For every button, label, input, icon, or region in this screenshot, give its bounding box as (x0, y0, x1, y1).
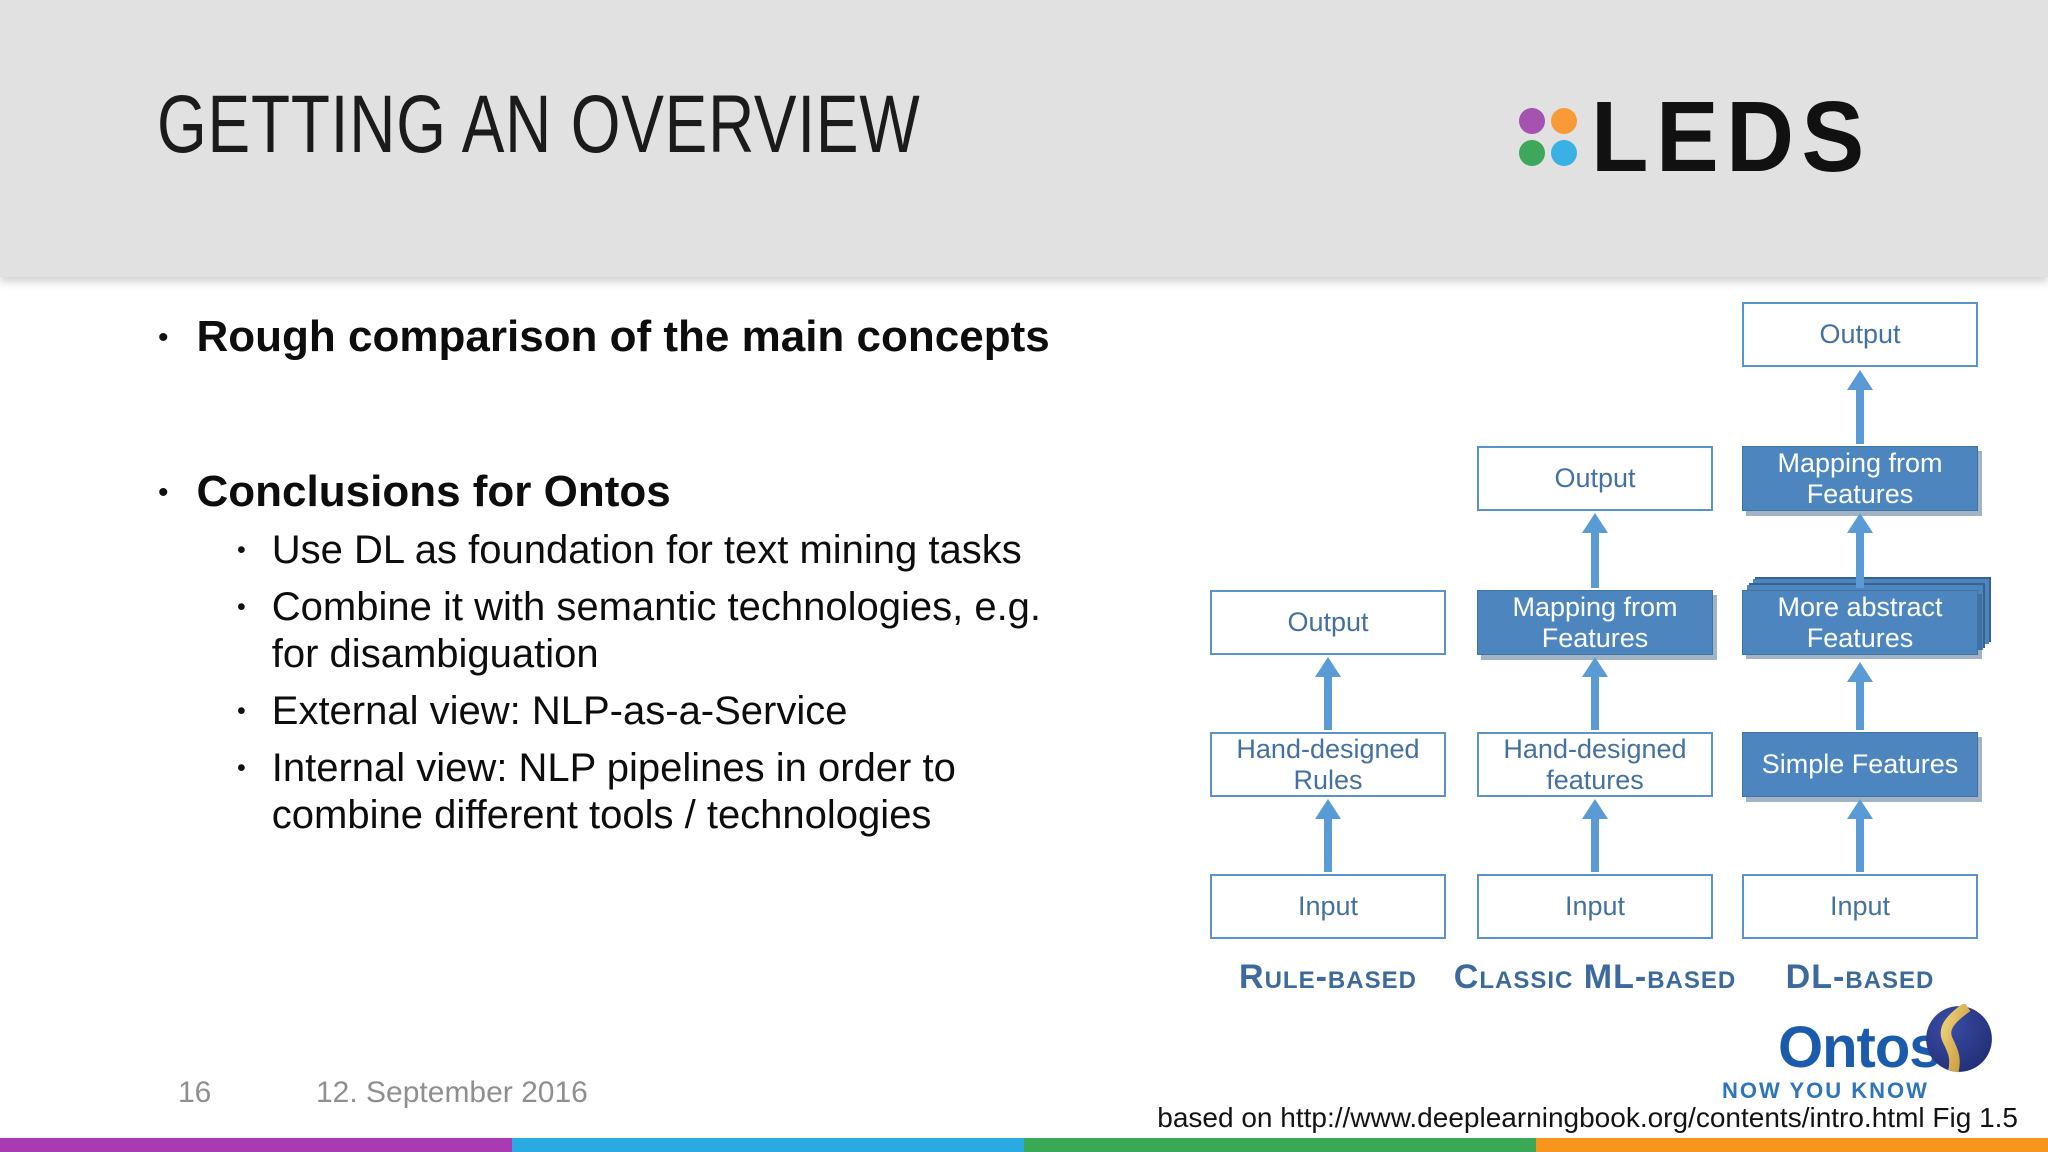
arrow-up-icon (1847, 799, 1873, 872)
sub-bullet-text: Use DL as foundation for text mining tas… (271, 528, 1022, 572)
diagram-box-dl-mapping-from-features: Mapping from Features (1742, 446, 1978, 511)
arrow-up-icon (1582, 799, 1608, 872)
stripe-blue-segment (512, 1138, 1024, 1152)
sub-bullet-text: Combine it with semantic technologies, e… (271, 585, 1042, 676)
bullet-marker: • (237, 697, 246, 725)
arrow-up-icon (1847, 513, 1873, 588)
diagram-box-dl-simple-features: Simple Features (1742, 732, 1978, 797)
bullet-marker: • (158, 321, 169, 354)
bullet-item: • Rough comparison of the main concepts (158, 312, 1198, 363)
diagram-box-rule-hand-designed-rules: Hand-designed Rules (1210, 732, 1446, 797)
column-label-classic-ml-based: Classic ML-based (1453, 958, 1737, 996)
diagram-box-dl-output: Output (1742, 302, 1978, 367)
arrow-up-icon (1847, 370, 1873, 444)
leds-dot-purple-icon (1519, 108, 1545, 134)
stripe-orange-segment (1536, 1138, 2048, 1152)
arrow-up-icon (1315, 657, 1341, 730)
arrow-up-icon (1582, 657, 1608, 730)
attribution-text: based on http://www.deeplearningbook.org… (1157, 1102, 2018, 1133)
diagram-box-ml-mapping-from-features: Mapping from Features (1477, 590, 1713, 655)
diagram-box-dl-input: Input (1742, 874, 1978, 939)
header-band: GETTING AN OVERVIEW LEDS (0, 0, 2048, 277)
bullet-text: Rough comparison of the main concepts (196, 312, 1050, 361)
page-number: 16 (178, 1076, 212, 1109)
ontos-tagline: NOW YOU KNOW (1722, 1078, 1929, 1103)
list-item: • Internal view: NLP pipelines in order … (237, 745, 1237, 839)
column-label-rule-based: Rule-based (1239, 958, 1417, 996)
ontos-globe-icon (1926, 1004, 1992, 1073)
column-label-dl-based: DL-based (1785, 958, 1935, 996)
leds-dot-blue-icon (1551, 140, 1577, 166)
diagram-box-ml-input: Input (1477, 874, 1713, 939)
bullet-marker: • (158, 476, 169, 509)
list-item: • Combine it with semantic technologies,… (237, 584, 1237, 678)
slide-date: 12. September 2016 (316, 1076, 588, 1109)
bottom-color-stripe (0, 1138, 2048, 1152)
leds-dots-icon (1519, 108, 1577, 166)
ontos-logo-text: Ontos (1778, 1015, 1942, 1080)
bullet-marker: • (237, 593, 246, 621)
sub-bullet-text: Internal view: NLP pipelines in order to… (271, 746, 956, 837)
stripe-purple-segment (0, 1138, 512, 1152)
diagram-box-rule-output: Output (1210, 590, 1446, 655)
stripe-green-segment (1024, 1138, 1536, 1152)
leds-dot-green-icon (1519, 140, 1545, 166)
leds-dot-orange-icon (1551, 108, 1577, 134)
sub-bullet-text: External view: NLP-as-a-Service (271, 689, 848, 733)
bullet-marker: • (237, 536, 246, 564)
diagram-box-ml-output: Output (1477, 446, 1713, 511)
leds-logo: LEDS (1519, 81, 1890, 193)
list-item: • External view: NLP-as-a-Service (237, 688, 1237, 735)
arrow-up-icon (1315, 799, 1341, 872)
diagram-box-dl-more-abstract-features: More abstract Features (1742, 590, 1978, 655)
list-item: • Use DL as foundation for text mining t… (237, 527, 1237, 574)
arrow-up-icon (1582, 513, 1608, 588)
leds-logo-text: LEDS (1591, 81, 1872, 193)
arrow-up-icon (1847, 662, 1873, 730)
bullet-marker: • (237, 754, 246, 782)
sub-bullet-list: • Use DL as foundation for text mining t… (237, 527, 1237, 849)
diagram-box-rule-input: Input (1210, 874, 1446, 939)
diagram-box-ml-hand-designed-features: Hand-designed features (1477, 732, 1713, 797)
bullet-item: • Conclusions for Ontos (158, 467, 1198, 518)
page-title: GETTING AN OVERVIEW (157, 79, 921, 170)
bullet-text: Conclusions for Ontos (196, 467, 671, 516)
